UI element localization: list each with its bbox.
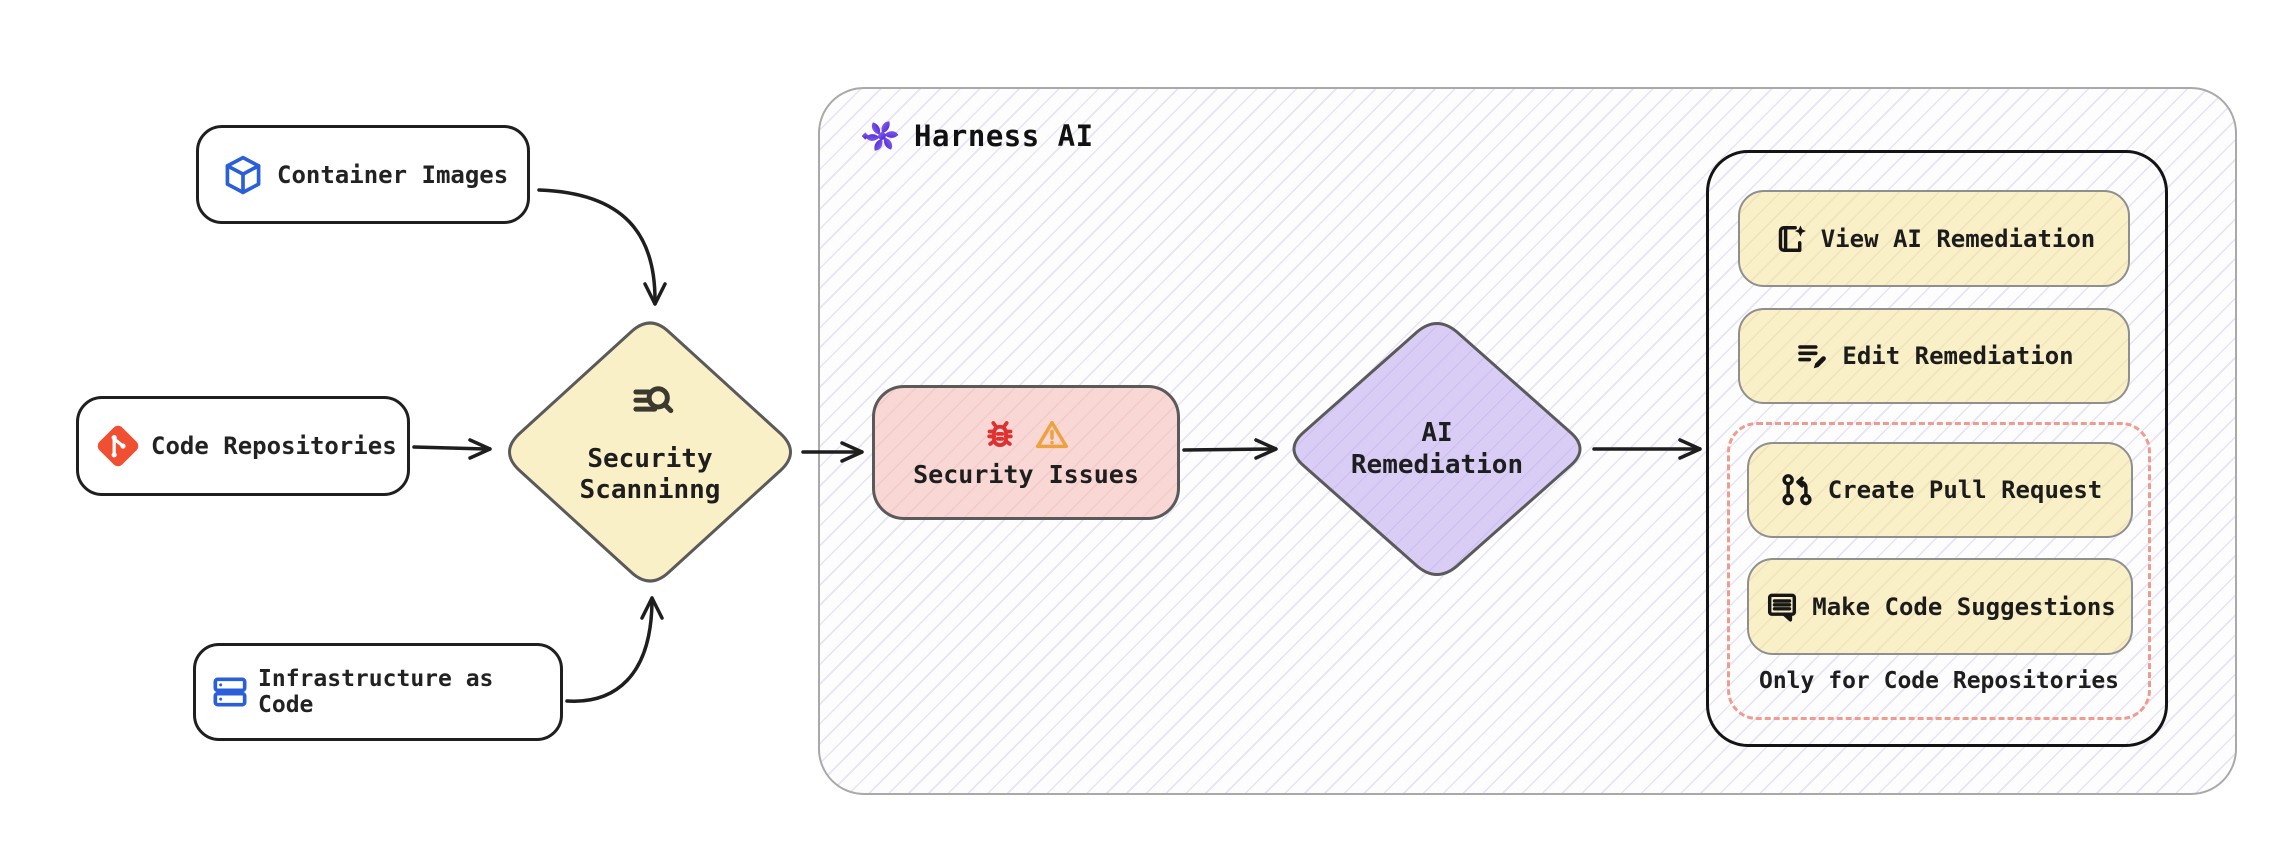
scan-search-icon — [624, 374, 676, 426]
security-issues-label: Security Issues — [913, 460, 1139, 489]
harness-ai-header: Harness AI — [860, 114, 1094, 158]
node-code-repositories: Code Repositories — [76, 396, 410, 496]
edit-remediation-button: Edit Remediation — [1738, 308, 2130, 404]
arrow-code-repositories-to-scanning — [412, 438, 492, 460]
remediation-actions-container — [1706, 150, 2168, 747]
cube-icon — [221, 153, 265, 197]
node-container-images: Container Images — [196, 125, 530, 224]
harness-ai-title: Harness AI — [914, 119, 1094, 153]
ai-remediation-label-line1: AI — [1421, 418, 1453, 448]
repo-only-caption: Only for Code Repositories — [1758, 668, 2120, 694]
security-issues-icons — [981, 416, 1071, 454]
warning-icon — [1033, 416, 1071, 454]
make-code-suggestions-button: Make Code Suggestions — [1747, 558, 2133, 655]
node-security-issues: Security Issues — [872, 385, 1180, 520]
edit-remediation-icon — [1794, 338, 1830, 374]
server-icon — [210, 672, 250, 712]
button-label: Create Pull Request — [1827, 476, 2103, 504]
security-scanning-label-line2: Scanninng — [579, 475, 721, 505]
code-suggestions-icon — [1764, 589, 1800, 625]
bug-icon — [981, 416, 1019, 454]
view-ai-remediation-button: View AI Remediation — [1738, 190, 2130, 287]
button-label: View AI Remediation — [1820, 224, 2096, 253]
button-label: Edit Remediation — [1842, 342, 2074, 370]
repo-only-group — [1727, 422, 2151, 720]
node-infrastructure-as-code: Infrastructure as Code — [193, 643, 563, 741]
button-label: Make Code Suggestions — [1812, 592, 2116, 621]
node-label: Infrastructure as Code — [258, 666, 494, 718]
git-icon — [95, 423, 141, 469]
ai-remediation-label-line2: Remediation — [1350, 450, 1524, 480]
ai-remediation-label: AI Remediation — [1312, 417, 1562, 481]
node-label: Code Repositories — [151, 432, 397, 460]
security-scanning-label-line1: Security — [587, 444, 713, 474]
security-scanning-label: Security Scanninng — [500, 444, 800, 506]
arrow-container-images-to-scanning — [537, 188, 667, 306]
arrow-infrastructure-to-scanning — [565, 596, 664, 703]
pull-request-icon — [1778, 471, 1816, 509]
view-remediation-icon — [1773, 221, 1809, 257]
harness-ai-icon — [860, 114, 904, 158]
create-pull-request-button: Create Pull Request — [1747, 442, 2133, 538]
node-label: Container Images — [277, 160, 509, 189]
